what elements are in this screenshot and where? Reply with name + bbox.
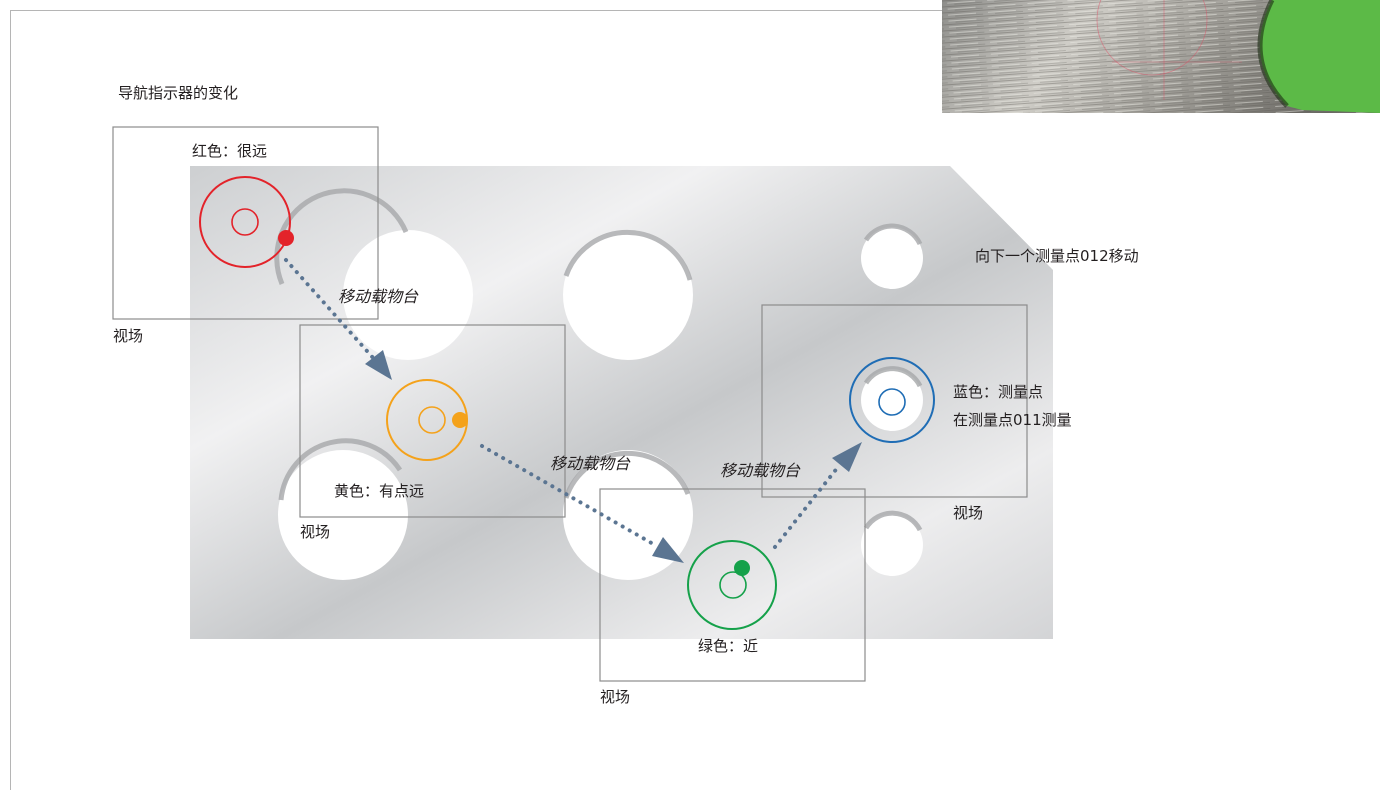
status-red: 红色：很远 <box>192 142 268 160</box>
yellow-indicator <box>386 379 468 461</box>
arrow-head-1 <box>365 350 392 380</box>
blue-indicator <box>849 357 935 443</box>
status-yellow: 黄色：有点远 <box>334 482 425 500</box>
green-pointer <box>1260 0 1380 113</box>
status-green: 绿色：近 <box>698 637 759 655</box>
field-label-yellow: 视场 <box>300 523 331 541</box>
arrow-head-2 <box>652 537 684 563</box>
field-label-blue: 视场 <box>953 504 984 522</box>
slide-frame <box>10 10 1380 790</box>
move-stage-label-2: 移动载物台 <box>550 454 631 473</box>
green-indicator <box>687 540 777 630</box>
status-blue: 蓝色：测量点 <box>953 383 1044 401</box>
diagram-title: 导航指示器的变化 <box>118 84 239 102</box>
status-blue-detail: 在测量点011测量 <box>953 411 1072 429</box>
red-indicator <box>199 176 294 268</box>
move-stage-label-3: 移动载物台 <box>720 461 801 480</box>
field-of-view-yellow <box>299 324 566 518</box>
move-stage-label-1: 移动载物台 <box>338 287 419 306</box>
stage-plate <box>190 166 1053 639</box>
field-of-view-red <box>112 126 379 320</box>
field-of-view-blue <box>761 304 1028 498</box>
field-of-view-green <box>599 488 866 682</box>
field-label-green: 视场 <box>600 688 631 706</box>
arrow-head-3 <box>832 442 862 472</box>
surface-photo <box>942 0 1380 113</box>
field-label-red: 视场 <box>113 327 144 345</box>
target-label: 向下一个测量点012移动 <box>975 247 1139 265</box>
